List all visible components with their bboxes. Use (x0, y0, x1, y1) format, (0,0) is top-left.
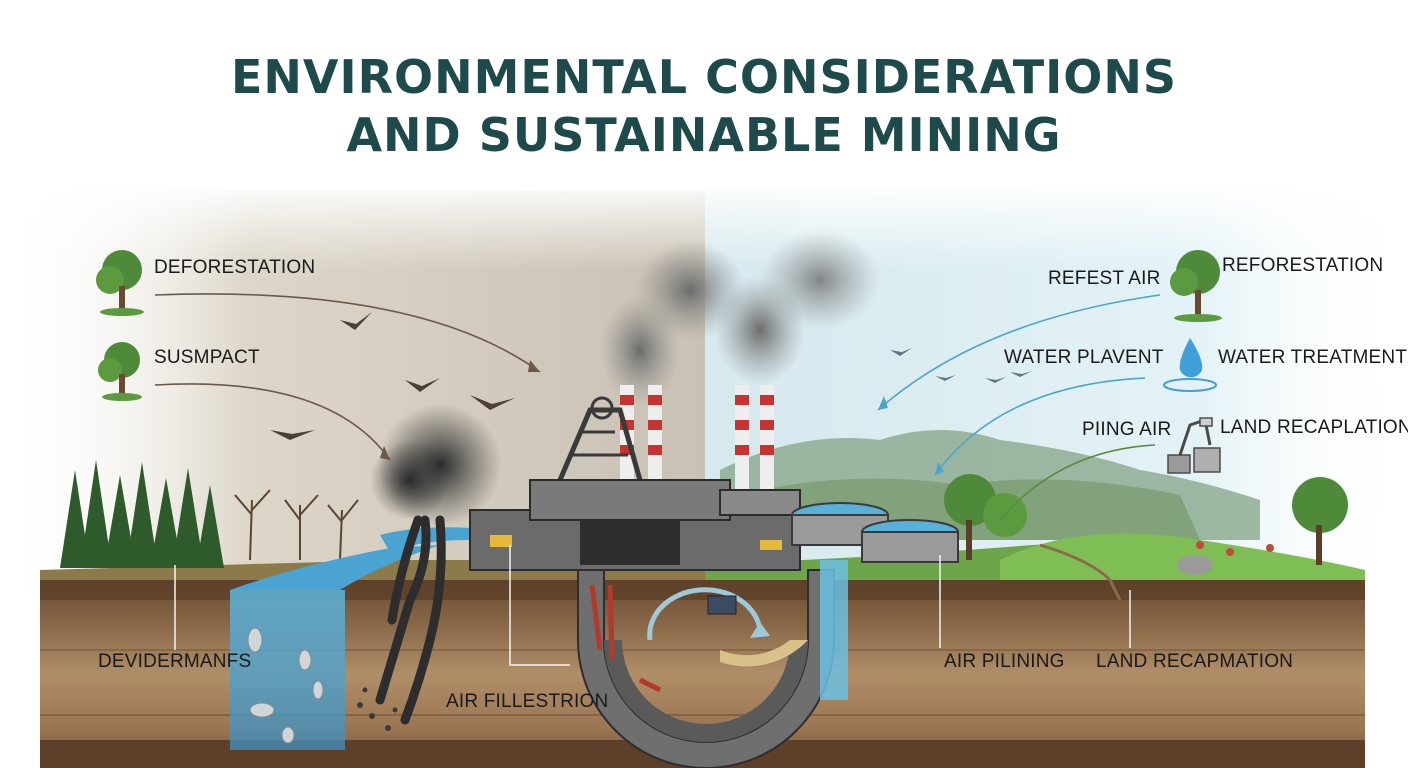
label-devidermanfs: DEVIDERMANFS (98, 651, 252, 672)
label-land-recaplation: LAND RECAPLATION (1220, 417, 1408, 438)
label-land-recapmation: LAND RECAPMATION (1096, 651, 1294, 672)
smoke-icon (600, 230, 880, 405)
label-refest-air: REFEST AIR (1048, 268, 1161, 289)
arrows-right (877, 294, 1161, 476)
water-drop-icon (1163, 338, 1217, 392)
label-water-plavent: WATER PLAVENT (1004, 347, 1164, 368)
label-deforestation: DEFORESTATION (154, 257, 316, 278)
label-water-treatment: WATER TREATMENT (1218, 347, 1408, 368)
mine-plant (469, 385, 835, 768)
tree-icon (96, 250, 144, 316)
page-title-line-2: AND SUSTAINABLE MINING (346, 108, 1062, 162)
dead-trees (234, 489, 359, 561)
label-air-fillestrion: AIR FILLESTRION (446, 691, 609, 712)
label-susmpact: SUSMPACT (154, 347, 260, 368)
page-title-line-1: ENVIRONMENTAL CONSIDERATIONS (231, 50, 1177, 104)
arrows-left (154, 293, 541, 461)
label-piing-air: PIING AIR (1082, 419, 1172, 440)
label-air-pilining: AIR PILINING (944, 651, 1065, 672)
machinery-icon (1167, 417, 1221, 474)
water-treatment-tanks (791, 502, 959, 563)
bird-icon-right (890, 348, 1032, 383)
forest-left (60, 460, 224, 568)
label-reforestation: REFORESTATION (1222, 255, 1384, 276)
bird-icon (270, 312, 515, 440)
tree-icon (1170, 250, 1222, 322)
tree-icon (98, 342, 142, 401)
